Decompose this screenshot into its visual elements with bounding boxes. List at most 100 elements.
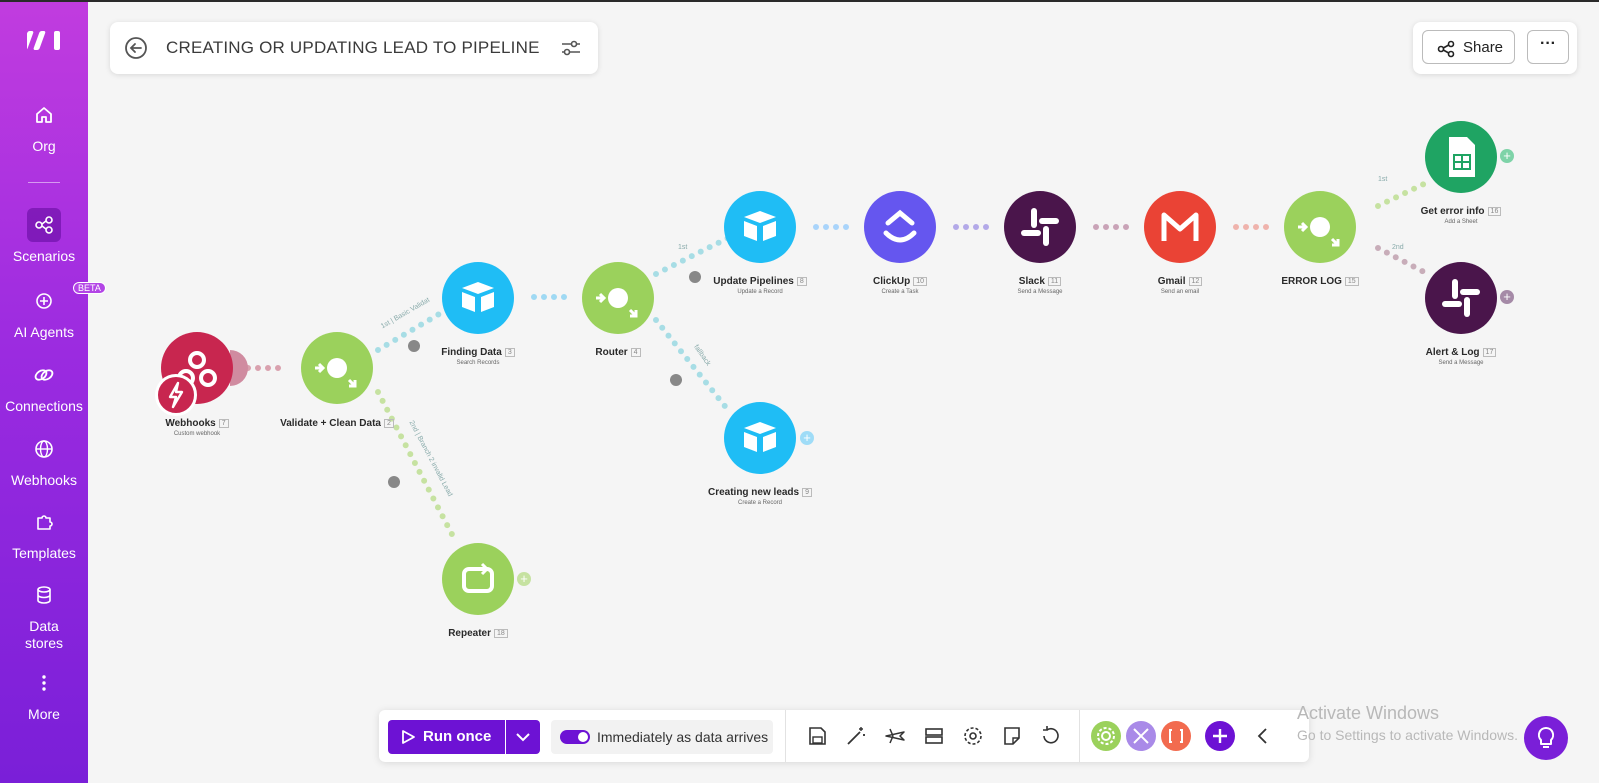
tips-button[interactable]: [1524, 716, 1568, 760]
share-label: Share: [1463, 39, 1504, 56]
gmail-icon: [1161, 212, 1199, 241]
module-update-pipelines[interactable]: [724, 191, 796, 263]
schedule-setting[interactable]: Immediately as data arrives: [551, 720, 773, 754]
scenario-title-bar: CREATING OR UPDATING LEAD TO PIPELINE: [110, 22, 598, 74]
sliders-icon[interactable]: [560, 38, 582, 58]
sidebar-item-data-stores[interactable]: Data stores: [0, 578, 88, 652]
scenario-canvas[interactable]: 1st | Basic Validat 2nd | Branch 2 inval…: [88, 2, 1599, 783]
more-vertical-icon: [27, 666, 61, 700]
sidebar-item-webhooks[interactable]: Webhooks: [0, 432, 88, 488]
windows-activation-subtitle: Go to Settings to activate Windows.: [1297, 727, 1518, 743]
filter-icon[interactable]: [388, 476, 400, 488]
more-options-button[interactable]: ···: [1527, 30, 1569, 64]
module-repeater[interactable]: [442, 543, 514, 615]
database-icon: [27, 578, 61, 612]
globe-icon: [27, 432, 61, 466]
scenarios-icon: [27, 208, 61, 242]
repeater-icon: [462, 562, 494, 593]
history-icon[interactable]: [1039, 724, 1063, 748]
back-arrow-icon[interactable]: [124, 36, 148, 60]
module-clickup[interactable]: [864, 191, 936, 263]
router-icon: [315, 358, 357, 388]
add-module-icon[interactable]: +: [1500, 149, 1514, 163]
make-logo-icon[interactable]: [27, 28, 61, 52]
magic-wand-icon[interactable]: [844, 724, 868, 748]
module-slack[interactable]: [1004, 191, 1076, 263]
add-icon[interactable]: [1205, 721, 1235, 751]
text-parser-icon[interactable]: [1161, 721, 1191, 751]
module-gmail[interactable]: [1144, 191, 1216, 263]
puzzle-icon: [27, 505, 61, 539]
module-alert-log[interactable]: [1425, 262, 1497, 334]
run-options-dropdown[interactable]: [506, 720, 540, 754]
filter-icon[interactable]: [670, 374, 682, 386]
sidebar-item-label: Data stores: [24, 618, 64, 651]
sidebar-item-label: Connections: [5, 398, 83, 414]
sidebar-item-more[interactable]: More: [0, 666, 88, 722]
module-validate-clean-data[interactable]: [301, 332, 373, 404]
sidebar-item-org[interactable]: Org: [0, 98, 88, 154]
gear-icon: [1097, 727, 1115, 745]
schedule-label: Immediately as data arrives: [597, 729, 769, 745]
chevron-down-icon: [516, 733, 530, 742]
schedule-toggle[interactable]: [560, 730, 590, 744]
router-icon: [596, 288, 638, 318]
sidebar-item-templates[interactable]: Templates: [0, 505, 88, 561]
sidebar-item-ai-agents[interactable]: BETA AI Agents: [0, 282, 106, 340]
add-module-icon[interactable]: +: [1500, 290, 1514, 304]
sidebar-divider: [28, 182, 60, 183]
align-icon[interactable]: [922, 724, 946, 748]
module-creating-new-leads[interactable]: [724, 402, 796, 474]
module-finding-data[interactable]: [442, 262, 514, 334]
run-once-label: Run once: [423, 728, 492, 745]
scenario-title[interactable]: CREATING OR UPDATING LEAD TO PIPELINE: [166, 38, 540, 57]
share-icon: [1437, 40, 1455, 58]
route-label: 1st: [1378, 176, 1388, 183]
sidebar-item-label: Org: [32, 138, 56, 154]
instant-trigger-badge: [155, 374, 197, 416]
top-border: [0, 0, 1599, 2]
module-error-log[interactable]: [1284, 191, 1356, 263]
brackets-icon: [1169, 729, 1183, 743]
filter-icon[interactable]: [408, 340, 420, 352]
chevron-left-icon[interactable]: [1251, 724, 1275, 748]
filter-icon[interactable]: [689, 271, 701, 283]
flow-control-icon[interactable]: [1126, 721, 1156, 751]
sidebar-item-scenarios[interactable]: Scenarios: [0, 208, 88, 264]
sidebar-item-label: Webhooks: [11, 472, 77, 488]
module-connector[interactable]: [230, 350, 248, 386]
note-icon[interactable]: [1000, 724, 1024, 748]
airplane-icon[interactable]: [883, 724, 907, 748]
slack-icon: [1021, 208, 1059, 246]
tools-module-icon[interactable]: [1091, 721, 1121, 751]
beta-badge: BETA: [73, 282, 106, 294]
module-get-error-info[interactable]: [1425, 121, 1497, 193]
lightning-icon: [168, 381, 184, 409]
sidebar: Org Scenarios BETA AI Agents Connections…: [0, 2, 106, 783]
run-once-button[interactable]: Run once: [388, 720, 505, 754]
flow-control-icon: [1133, 728, 1149, 744]
connections-layer: [245, 179, 1431, 545]
sidebar-item-connections[interactable]: Connections: [0, 358, 88, 414]
add-module-icon[interactable]: +: [800, 431, 814, 445]
gear-icon[interactable]: [961, 724, 985, 748]
airtable-icon: [744, 211, 776, 241]
share-button[interactable]: Share: [1422, 30, 1515, 64]
sidebar-item-label: Scenarios: [12, 248, 76, 264]
sidebar-item-label: More: [28, 706, 60, 722]
router-icon: [1298, 217, 1340, 247]
lightbulb-icon: [1537, 726, 1555, 748]
add-module-icon[interactable]: +: [517, 572, 531, 586]
airtable-icon: [744, 422, 776, 452]
save-icon[interactable]: [805, 724, 829, 748]
module-router[interactable]: [582, 262, 654, 334]
